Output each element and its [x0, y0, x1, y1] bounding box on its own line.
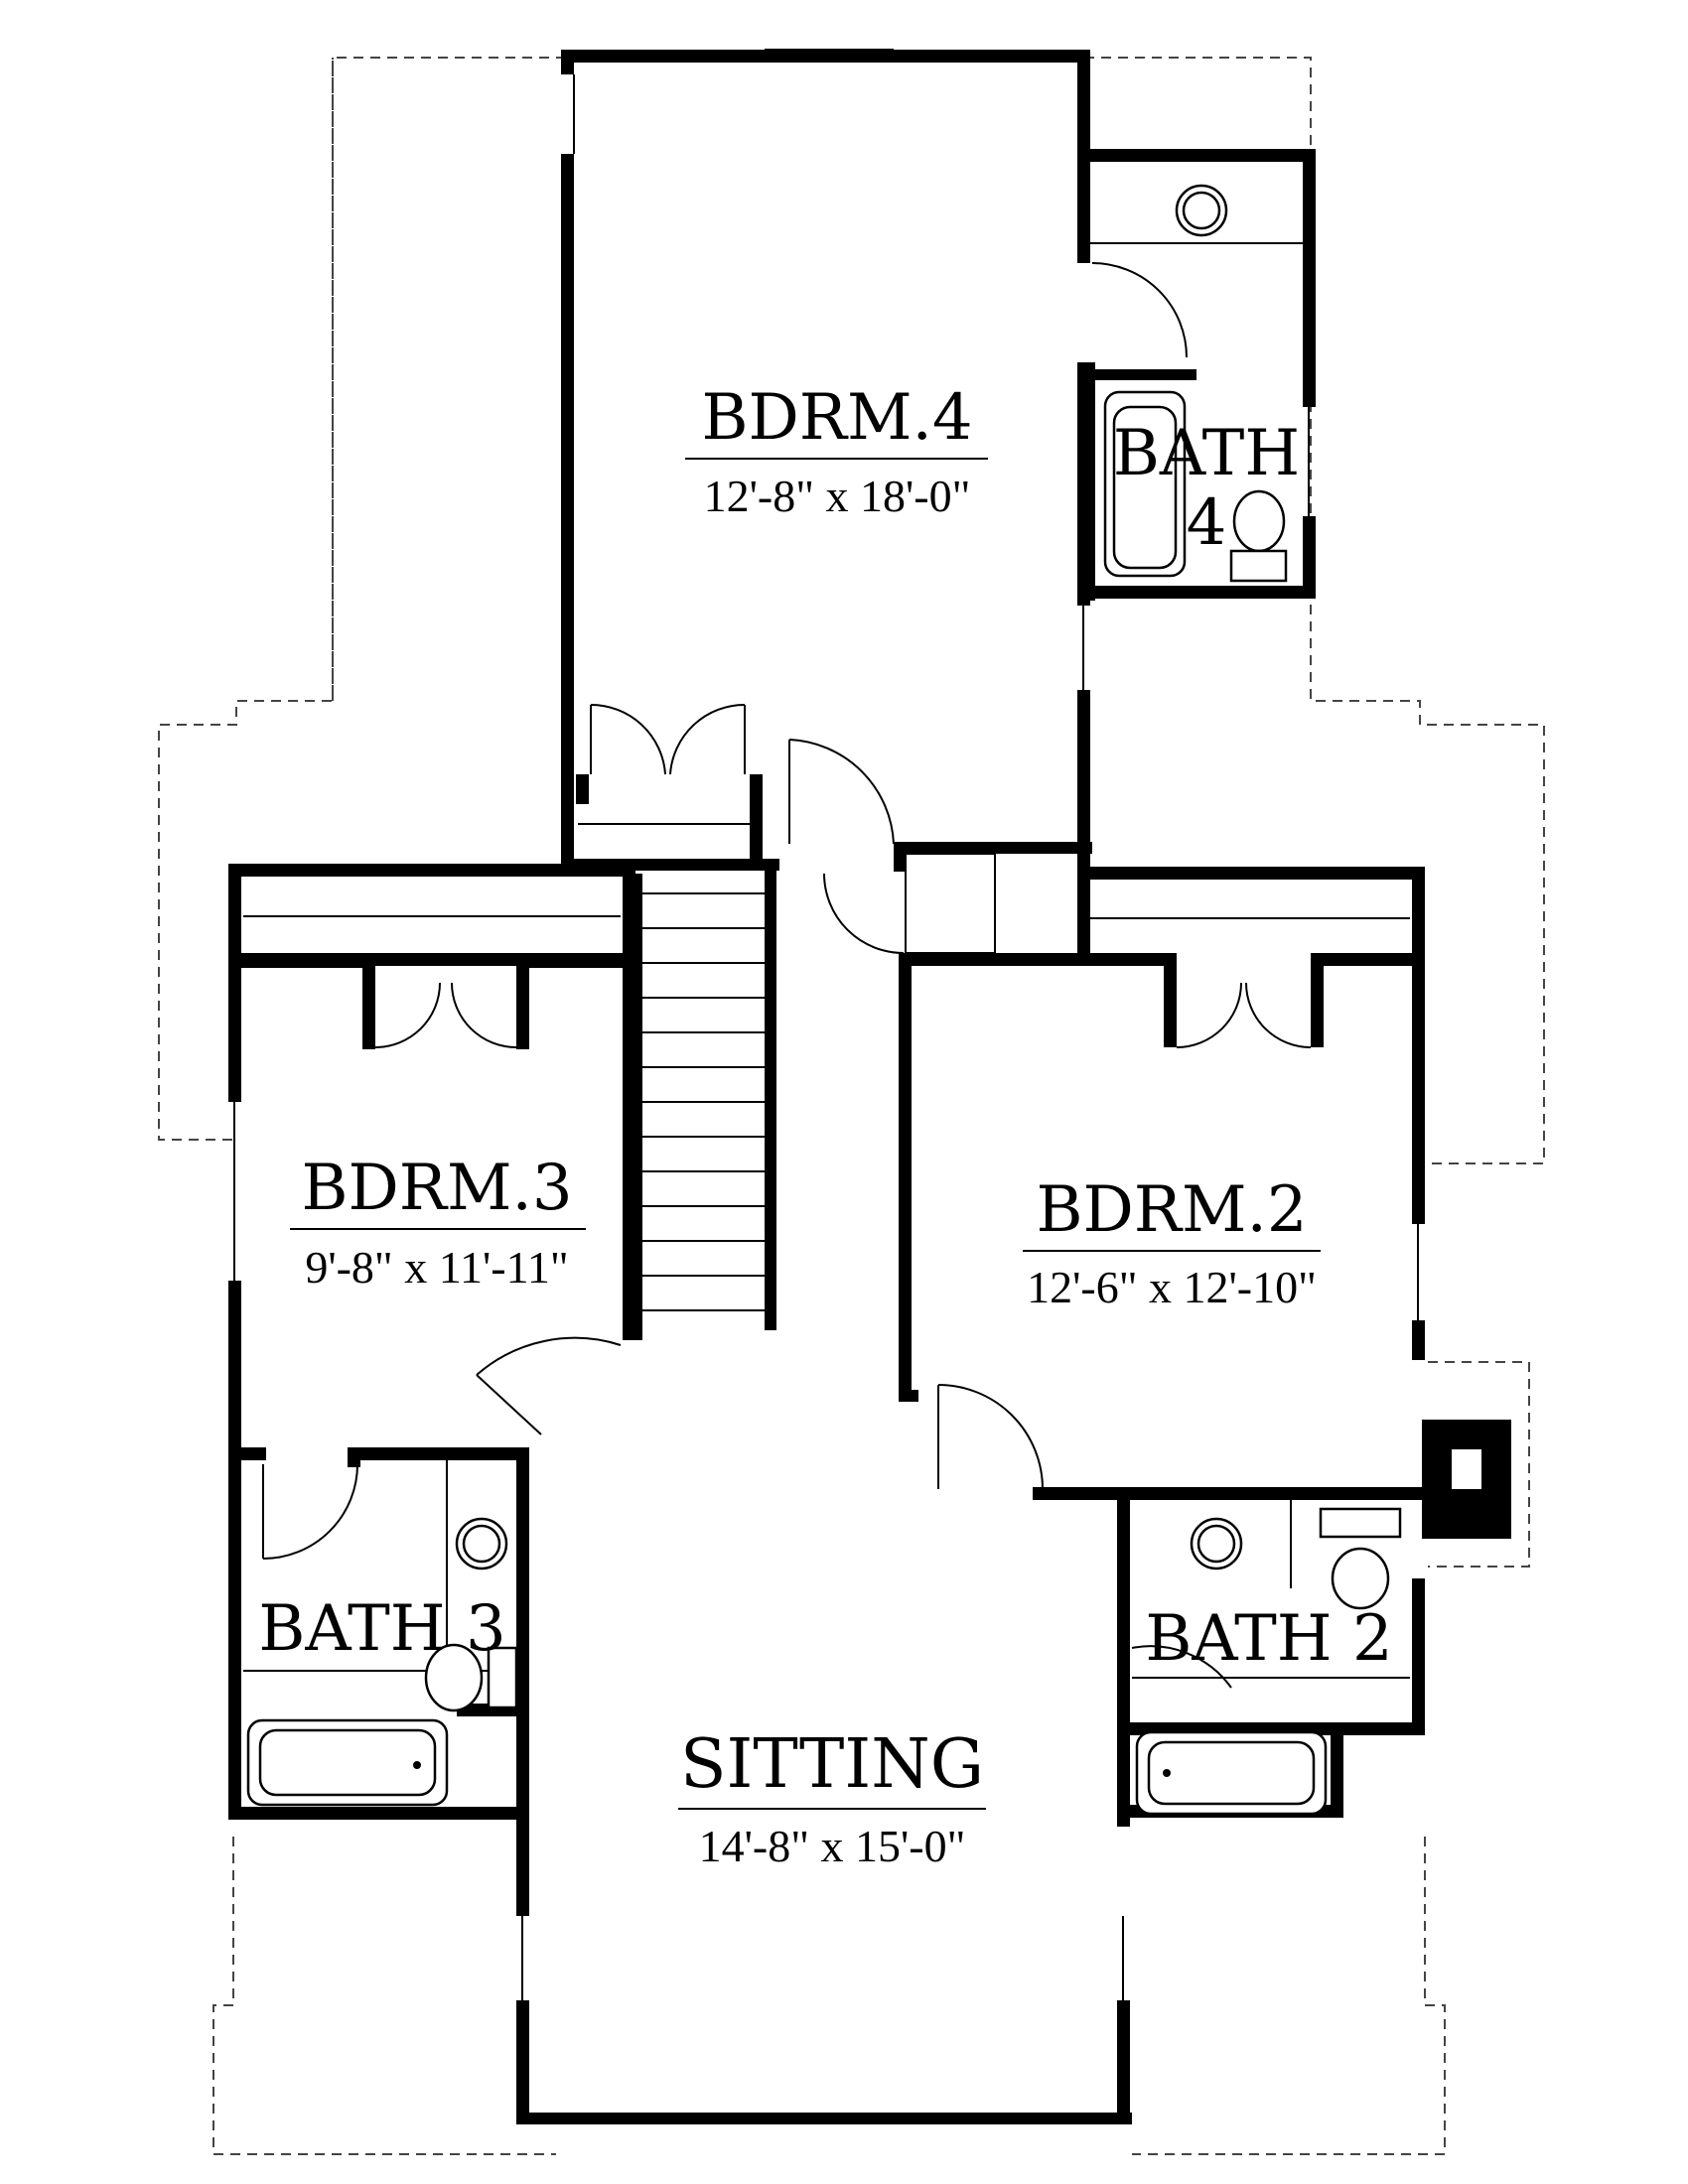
room-name-bath4: BATH: [1113, 417, 1300, 490]
room-name-bath4-number: 4: [1187, 486, 1227, 560]
room-dims-bdrm3: 9'-8" x 11'-11": [305, 1242, 568, 1293]
room-dims-bdrm2: 12'-6" x 12'-10": [1027, 1262, 1317, 1312]
thin-lines: [233, 49, 1419, 2117]
room-name-bath3: BATH 3: [258, 1592, 505, 1666]
room-name-bdrm2: BDRM.2: [1036, 1173, 1307, 1247]
room-dims-bdrm4: 12'-8" x 18'-0": [704, 471, 971, 521]
room-name-bdrm4: BDRM.4: [701, 381, 972, 455]
doors: [262, 262, 1312, 1689]
room-name-sitting: SITTING: [680, 1725, 984, 1804]
room-name-bdrm3: BDRM.3: [301, 1152, 572, 1225]
room-name-bath2: BATH 2: [1145, 1602, 1392, 1676]
stair-treads: [642, 892, 765, 1311]
walls: [228, 50, 1511, 2124]
room-labels: BDRM.4 12'-8" x 18'-0" BATH 4 BDRM.3 9'-…: [258, 381, 1392, 1871]
fixtures: [246, 184, 1402, 1816]
roof-outline: [158, 57, 1545, 2155]
room-dims-sitting: 14'-8" x 15'-0": [699, 1821, 966, 1871]
